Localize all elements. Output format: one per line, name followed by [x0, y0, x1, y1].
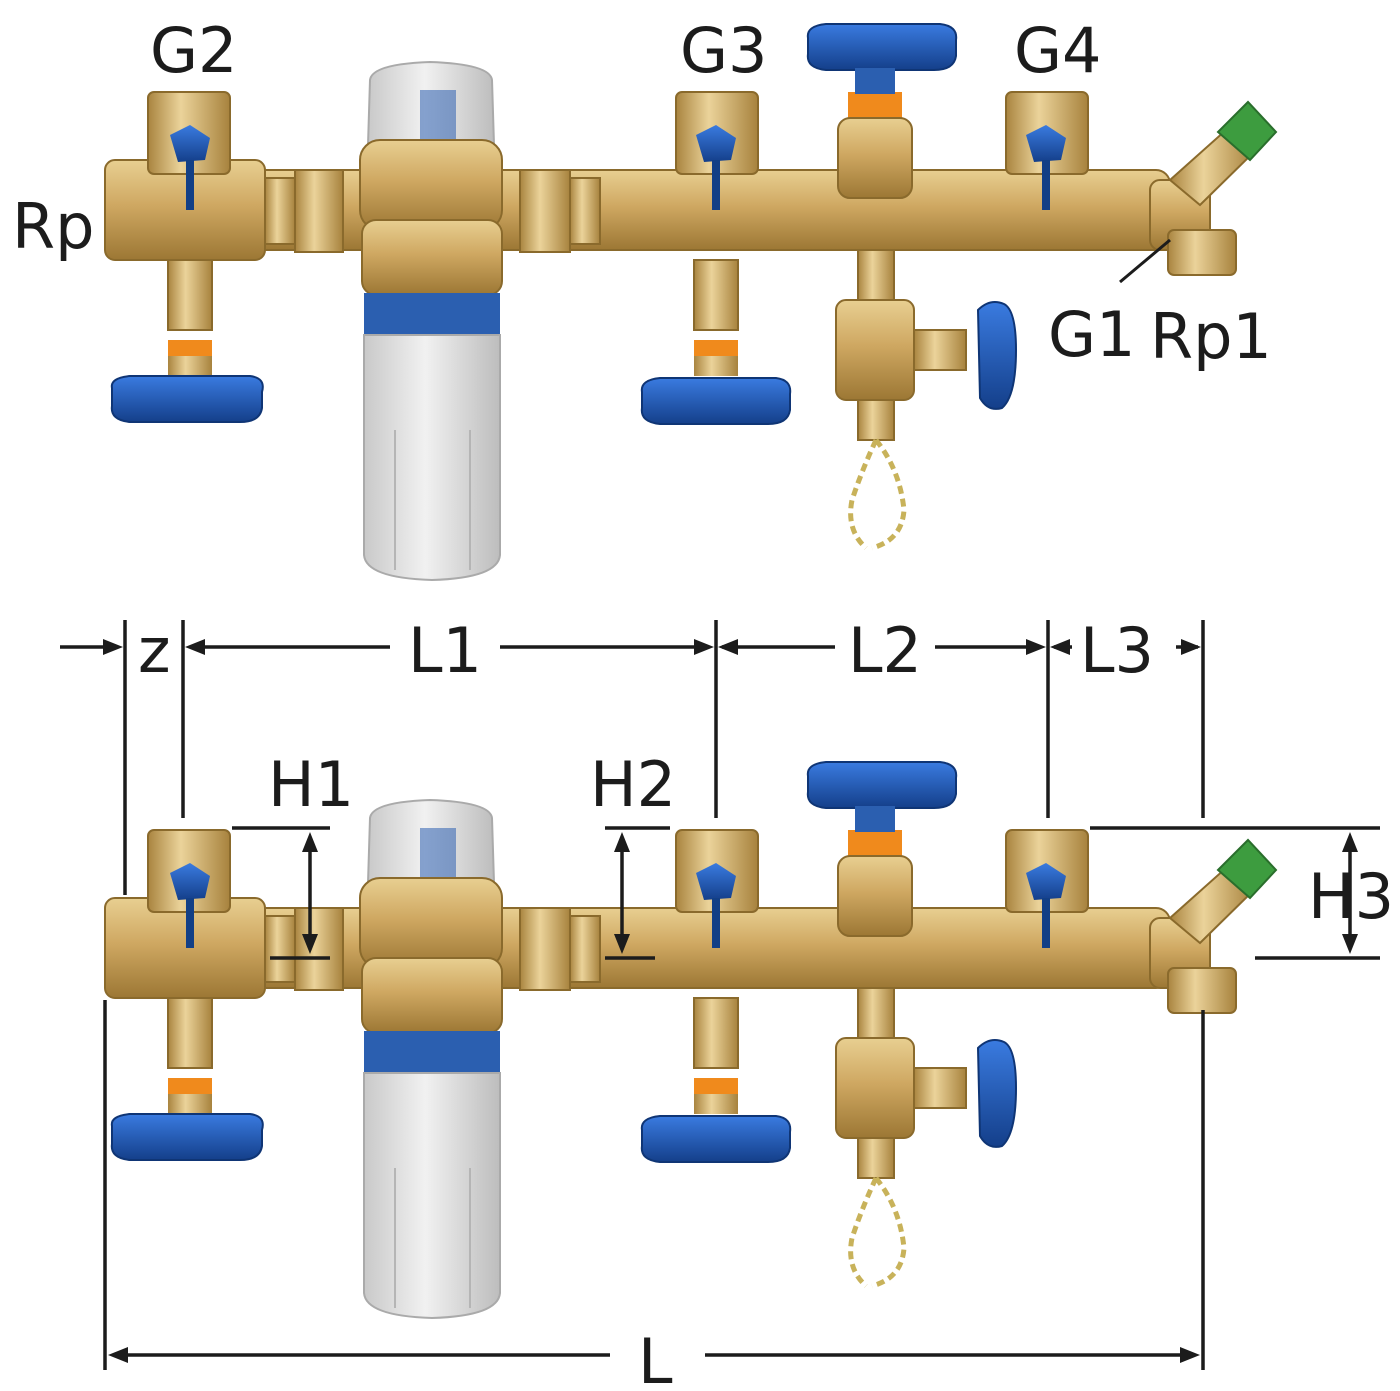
- mid-handwheel-icon: [640, 377, 792, 425]
- g2-drain-valve-icon: [170, 125, 210, 162]
- dim-label-h3: H3: [1308, 860, 1394, 933]
- label-g4: G4: [1014, 14, 1102, 87]
- g4-drain-valve-icon: [1026, 125, 1066, 162]
- label-rp1: Rp1: [1150, 300, 1272, 373]
- safety-valve-cap-icon: [1216, 100, 1278, 162]
- dim-label-l: L: [638, 1325, 673, 1391]
- filter-blue-band: [364, 293, 500, 335]
- g1-outlet: [1167, 229, 1237, 276]
- top-handwheel-icon: [806, 23, 958, 71]
- dim-label-l3: L3: [1080, 614, 1154, 687]
- dim-label-h1: H1: [268, 748, 354, 821]
- dim-label-l1: L1: [408, 614, 482, 687]
- dimension-lines: [60, 620, 1380, 1370]
- manifold-bottom-view: [104, 761, 1278, 1320]
- g1-leader-line: [1119, 238, 1171, 284]
- dim-label-z: z: [138, 614, 171, 687]
- filter-unit: [359, 60, 503, 582]
- drain-chain: [848, 438, 907, 551]
- union-nut-left: [264, 177, 296, 245]
- left-handwheel-icon: [110, 375, 264, 423]
- dim-label-l2: L2: [848, 614, 922, 687]
- label-g2: G2: [150, 14, 238, 87]
- g3-drain-valve-icon: [696, 125, 736, 162]
- label-g1: G1: [1048, 298, 1136, 371]
- label-g3: G3: [680, 14, 768, 87]
- label-rp: Rp: [12, 190, 94, 263]
- manifold-top-view: G2 G3 G4 Rp G1 Rp1: [12, 14, 1278, 582]
- side-handwheel-icon: [976, 301, 1018, 410]
- dim-label-h2: H2: [590, 748, 676, 821]
